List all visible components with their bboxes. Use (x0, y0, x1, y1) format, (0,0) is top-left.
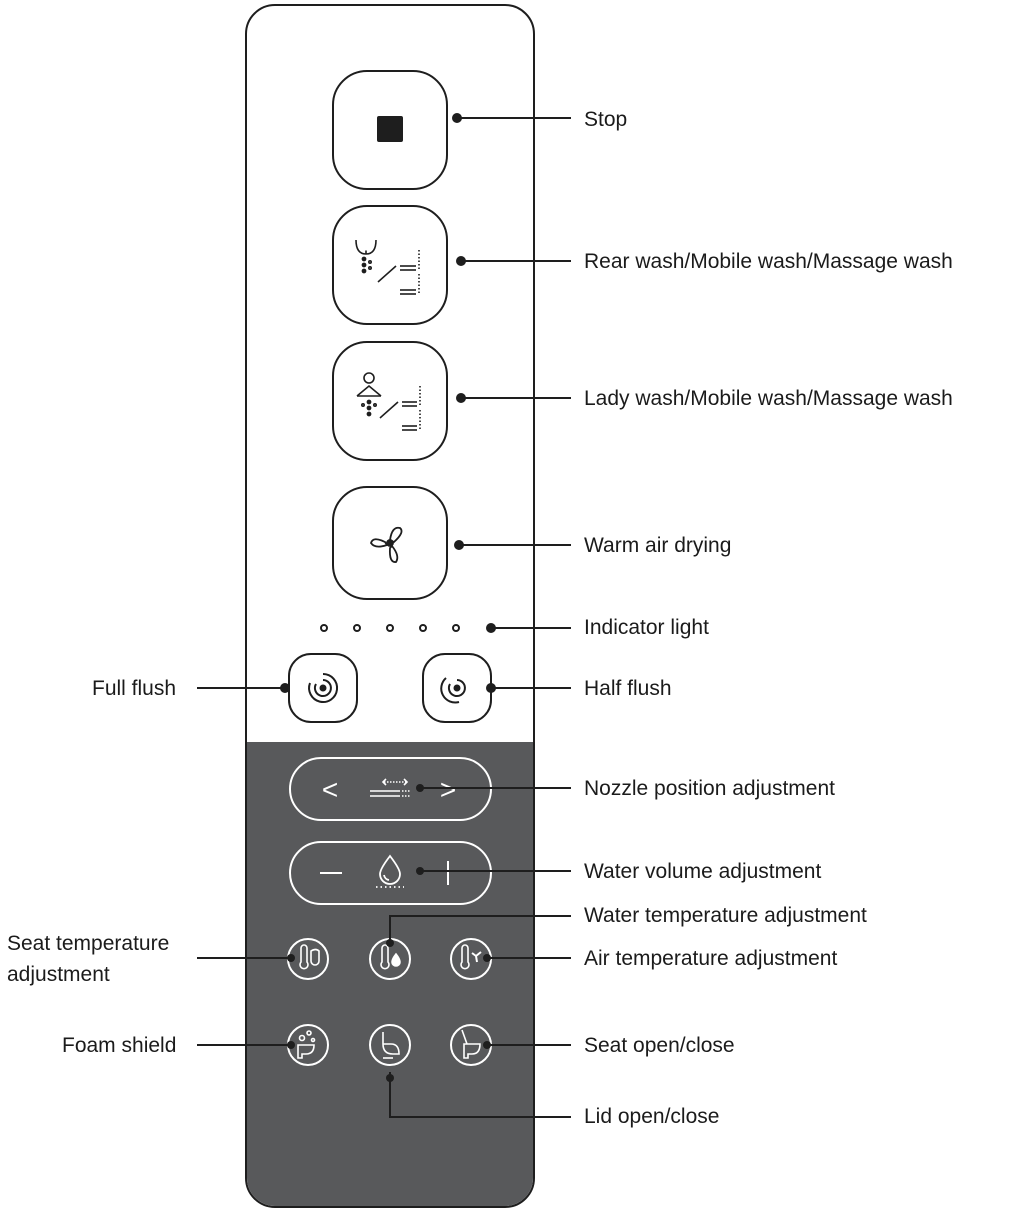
indicator-lights (320, 624, 460, 632)
label-water-volume: Water volume adjustment (584, 860, 822, 883)
nozzle-icon (370, 778, 410, 797)
indicator-light (320, 624, 328, 632)
warm-air-button[interactable] (332, 486, 448, 600)
lady-wash-button[interactable] (332, 341, 448, 461)
full-flush-button[interactable] (288, 653, 358, 723)
indicator-light (353, 624, 361, 632)
callout-dots-dark (287, 784, 491, 1082)
label-indicator: Indicator light (584, 616, 709, 639)
thermometer-fan-icon (460, 944, 482, 970)
water-volume-button[interactable] (289, 841, 492, 905)
lid-button[interactable] (369, 1024, 411, 1066)
label-foam-shield: Foam shield (62, 1034, 177, 1057)
stop-square-icon (377, 116, 403, 142)
rear-wash-button[interactable] (332, 205, 448, 325)
water-drop-icon (376, 854, 404, 888)
thermometer-drop-icon (380, 944, 401, 970)
callout-lines-dark (197, 787, 571, 1118)
label-lady-wash: Lady wash/Mobile wash/Massage wash (584, 387, 953, 410)
label-stop: Stop (584, 108, 628, 131)
label-half-flush: Half flush (584, 677, 672, 700)
lady-wash-icon (356, 372, 421, 431)
label-water-temp: Water temperature adjustment (584, 904, 867, 927)
indicator-light (386, 624, 394, 632)
foam-icon (297, 1030, 316, 1059)
nozzle-right-arrow: > (440, 774, 456, 805)
callout-lines (197, 113, 571, 693)
label-lid: Lid open/close (584, 1105, 720, 1128)
indicator-light (452, 624, 460, 632)
seat-icon (461, 1029, 481, 1059)
stop-button[interactable] (332, 70, 448, 190)
half-flush-button[interactable] (422, 653, 492, 723)
full-flush-swirl-icon (308, 672, 339, 703)
label-seat: Seat open/close (584, 1034, 735, 1057)
label-warm-air: Warm air drying (584, 534, 732, 557)
indicator-light (419, 624, 427, 632)
nozzle-left-arrow: < (322, 774, 338, 805)
fan-icon (370, 526, 403, 563)
label-rear-wash: Rear wash/Mobile wash/Massage wash (584, 250, 953, 273)
label-air-temp: Air temperature adjustment (584, 947, 838, 970)
label-nozzle: Nozzle position adjustment (584, 777, 835, 800)
rear-wash-icon (355, 239, 420, 295)
lid-icon (382, 1032, 400, 1059)
label-seat-temp-line1: Seat temperature (7, 932, 170, 955)
label-seat-temp-line2: adjustment (7, 963, 110, 986)
label-full-flush: Full flush (92, 677, 177, 700)
half-flush-swirl-icon (440, 677, 466, 704)
thermometer-seat-icon (299, 944, 320, 970)
